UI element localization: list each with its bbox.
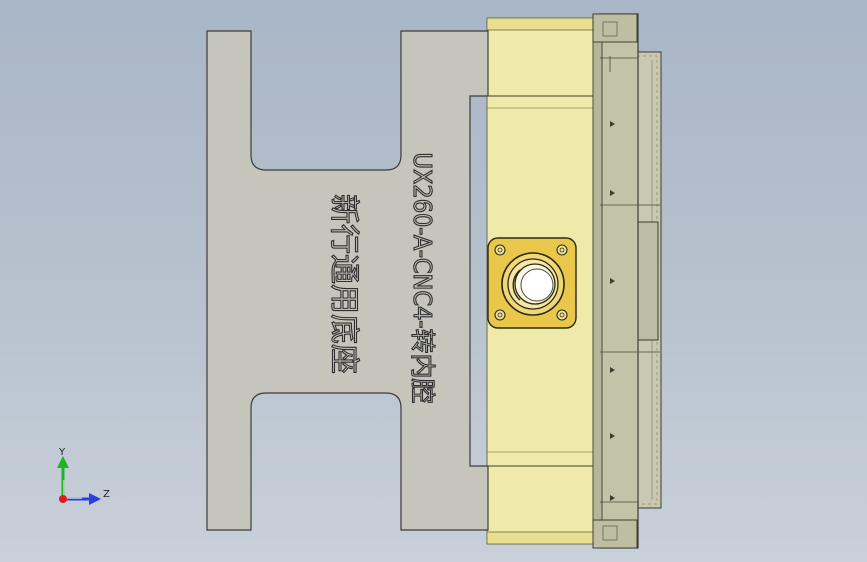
arrow-marker-icon [610, 190, 615, 196]
arrow-marker-icon [610, 433, 615, 439]
engraved-model-code: UX260-A-CNC4-转内腔 [408, 153, 437, 404]
arrow-marker-icon [610, 278, 615, 284]
axis-triad: Y Z [57, 447, 110, 505]
y-axis-label: Y [58, 447, 66, 458]
clamp-assembly[interactable] [592, 13, 662, 549]
arrow-marker-icon [610, 495, 615, 501]
z-arrow-icon [89, 493, 101, 505]
arrow-marker-icon [610, 367, 615, 373]
bolt-hole-icon [556, 309, 568, 321]
bolt-hole-icon [494, 244, 506, 256]
engraved-description: 新行通用底座 [326, 194, 361, 374]
z-axis-label: Z [103, 489, 110, 500]
bolt-hole-icon [494, 309, 506, 321]
gold-flange[interactable] [487, 237, 577, 329]
arrow-marker-icon [610, 121, 615, 127]
x-axis-dot-icon [59, 495, 67, 503]
bolt-hole-icon [556, 244, 568, 256]
y-arrow-icon [57, 456, 69, 468]
base-plate[interactable] [206, 30, 600, 531]
